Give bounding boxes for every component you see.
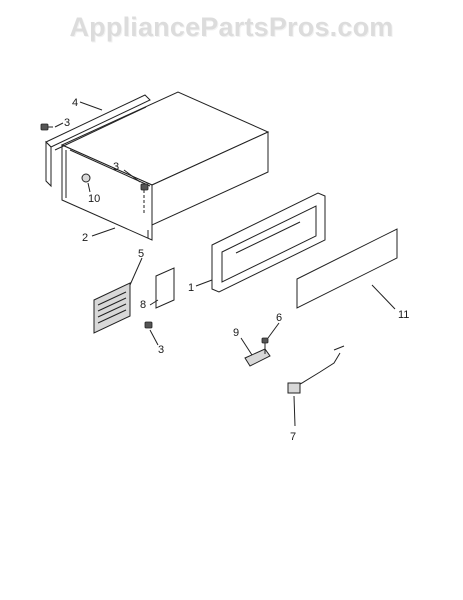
callout-11: 11 [398,309,409,321]
part-5-grille [93,282,131,334]
callout-5: 5 [138,248,144,260]
leader-lines [54,101,396,427]
part-9-bracket [244,348,271,367]
callout-2: 2 [82,232,88,244]
part-11-panel [296,228,398,309]
callout-7: 7 [290,431,296,443]
part-1-front-frame [211,192,326,293]
part-8-insulation [155,267,175,309]
part-7-harness [287,345,345,394]
callout-3-top: 3 [64,117,70,129]
part-3-screw-center [140,183,149,215]
callout-9: 9 [233,327,239,339]
part-4-bracket [45,94,151,188]
callout-1: 1 [188,282,194,294]
part-2-housing [60,91,270,241]
callout-6: 6 [276,312,282,324]
callout-4: 4 [72,97,78,109]
callout-3-bottom: 3 [158,344,164,356]
part-10-grommet [81,173,91,183]
part-3-screw-bottom [144,321,153,329]
watermark-text: AppliancePartsPros.com [69,12,394,42]
callout-3-center: 3 [113,161,119,173]
callout-10: 10 [88,193,100,205]
part-6-screw [261,337,269,354]
callout-8: 8 [140,299,146,311]
part-3-screw-top-left [40,123,53,131]
